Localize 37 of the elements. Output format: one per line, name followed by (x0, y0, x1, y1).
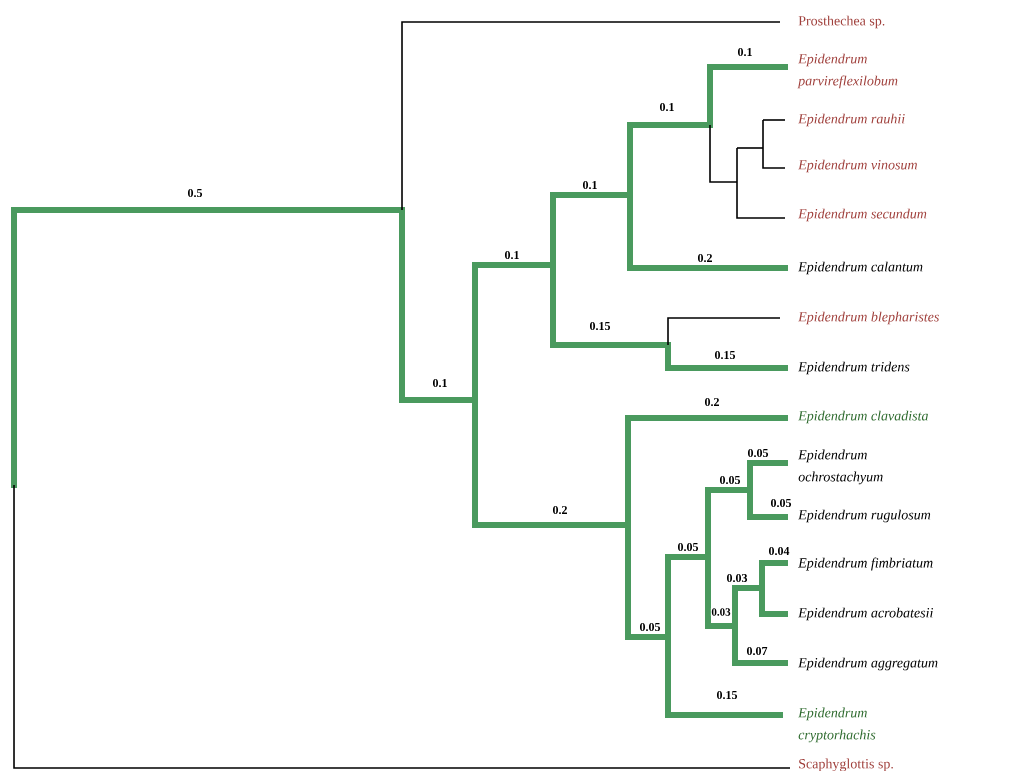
taxon-label: Epidendrum aggregatum (798, 657, 938, 671)
branch-length-label: 0.2 (704, 397, 719, 407)
taxon-label: Epidendrum parvireflexilobum (797, 53, 898, 89)
branch-length-label: 0.05 (639, 622, 661, 632)
taxon-label: Epidendrum fimbriatum (798, 557, 933, 571)
branch-length-label: 0.15 (716, 690, 738, 700)
taxon-label: Epidendrum secundum (798, 208, 927, 222)
taxon-label: Epidendrum rugulosum (798, 509, 931, 523)
branch-length-label: 0.15 (589, 321, 611, 331)
branch-length-label: 0.1 (737, 47, 752, 57)
branch-length-label: 0.07 (746, 646, 768, 656)
taxon-label: Scaphyglottis sp. (799, 758, 893, 771)
branch-length-label: 0.05 (677, 542, 699, 552)
branch-length-label: 0.5 (187, 188, 203, 198)
branch-length-label: 0.2 (552, 505, 567, 515)
branch-length-label: 0.05 (770, 498, 792, 508)
branch-length-label: 0.05 (747, 448, 769, 458)
branch-length-label: 0.15 (714, 350, 736, 360)
branch-length-label: 0.1 (504, 250, 519, 260)
taxon-label: Epidendrum cryptorhachis (798, 707, 876, 743)
taxon-label: Epidendrum calantum (798, 261, 923, 275)
branch-length-label: 0.1 (432, 378, 447, 388)
branch-length-label: 0.05 (719, 475, 741, 485)
branch-length-label: 0.1 (659, 102, 674, 112)
taxon-label: Epidendrum ochrostachyum (798, 449, 883, 485)
taxon-label: Epidendrum blepharistes (798, 311, 939, 325)
branch-length-label: 0.03 (710, 607, 732, 617)
branch-length-label: 0.04 (768, 546, 790, 556)
taxon-label: Epidendrum clavadista (798, 410, 928, 424)
taxon-label: Epidendrum rauhii (798, 113, 905, 127)
branch-length-label: 0.1 (582, 180, 597, 190)
taxon-label: Epidendrum acrobatesii (798, 607, 933, 621)
branch-length-label: 0.2 (697, 253, 712, 263)
taxon-label: Epidendrum vinosum (798, 159, 917, 173)
taxon-label: Epidendrum tridens (798, 361, 910, 375)
taxon-label: Prosthechea sp. (798, 15, 885, 29)
branch-length-label: 0.03 (726, 573, 748, 583)
